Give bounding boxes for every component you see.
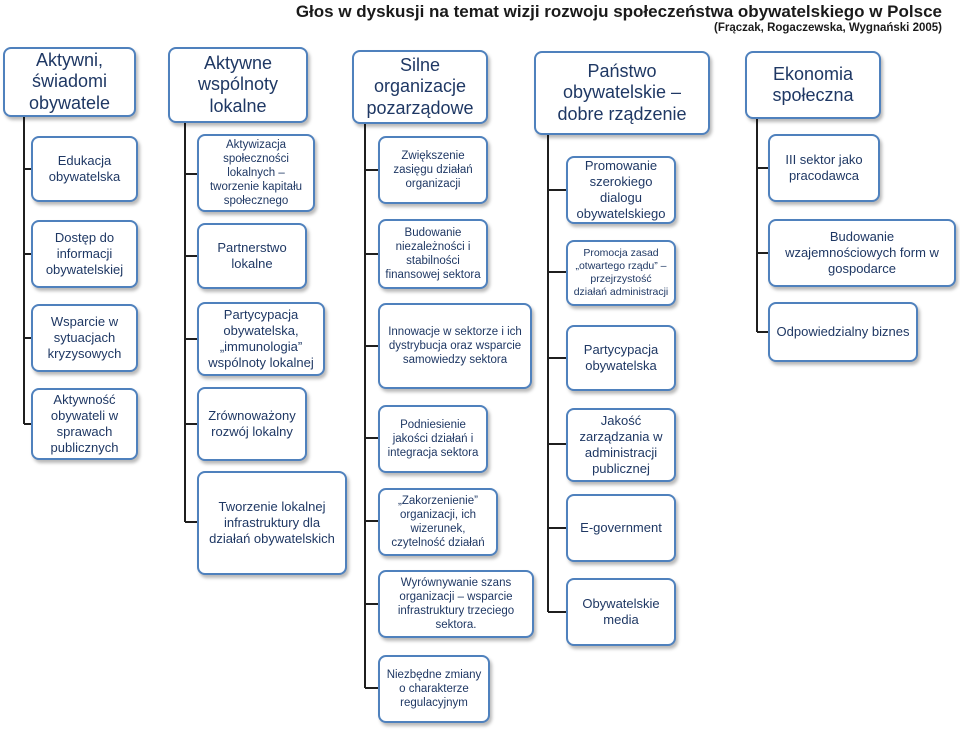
column-item: Niezbędne zmiany o charakterze regulacyj… <box>378 655 490 723</box>
diagram-subtitle: (Frączak, Rogaczewska, Wygnański 2005) <box>714 22 942 34</box>
column-item: Wsparcie w sytuacjach kryzysowych <box>31 304 138 372</box>
column-item: Promocja zasad „otwartego rządu” – przej… <box>566 240 676 306</box>
column-item: Zwiększenie zasięgu działań organizacji <box>378 136 488 204</box>
column-item: Promowanie szerokiego dialogu obywatelsk… <box>566 156 676 224</box>
column-item: E-government <box>566 494 676 562</box>
column-item: Partnerstwo lokalne <box>197 223 307 289</box>
column-item: III sektor jako pracodawca <box>768 134 880 202</box>
column-item: Aktywność obywateli w sprawach publiczny… <box>31 388 138 460</box>
column-header: Silne organizacje pozarządowe <box>352 50 488 124</box>
diagram-title: Głos w dyskusji na temat wizji rozwoju s… <box>295 2 942 21</box>
column-item: Zrównoważony rozwój lokalny <box>197 387 307 461</box>
column-item: Dostęp do informacji obywatelskiej <box>31 220 138 288</box>
column-item: Innowacje w sektorze i ich dystrybucja o… <box>378 303 532 389</box>
column-item: Budowanie niezależności i stabilności fi… <box>378 219 488 289</box>
column-header: Aktywni, świadomi obywatele <box>3 47 136 117</box>
column-item: Edukacja obywatelska <box>31 136 138 202</box>
column-header: Państwo obywatelskie – dobre rządzenie <box>534 51 710 135</box>
column-item: Podniesienie jakości działań i integracj… <box>378 405 488 473</box>
column-item: Partycypacja obywatelska <box>566 325 676 391</box>
column-item: Odpowiedzialny biznes <box>768 302 918 362</box>
column-item: Tworzenie lokalnej infrastruktury dla dz… <box>197 471 347 575</box>
column-item: Obywatelskie media <box>566 578 676 646</box>
column-item: Budowanie wzajemnościowych form w gospod… <box>768 219 956 287</box>
column-header: Aktywne wspólnoty lokalne <box>168 47 308 123</box>
column-item: Partycypacja obywatelska, „immunologia” … <box>197 302 325 376</box>
column-header: Ekonomia społeczna <box>745 51 881 119</box>
column-item: Aktywizacja społeczności lokalnych – two… <box>197 134 315 212</box>
column-item: „Zakorzenienie” organizacji, ich wizerun… <box>378 488 498 556</box>
column-item: Wyrównywanie szans organizacji – wsparci… <box>378 570 534 638</box>
column-item: Jakość zarządzania w administracji publi… <box>566 408 676 482</box>
